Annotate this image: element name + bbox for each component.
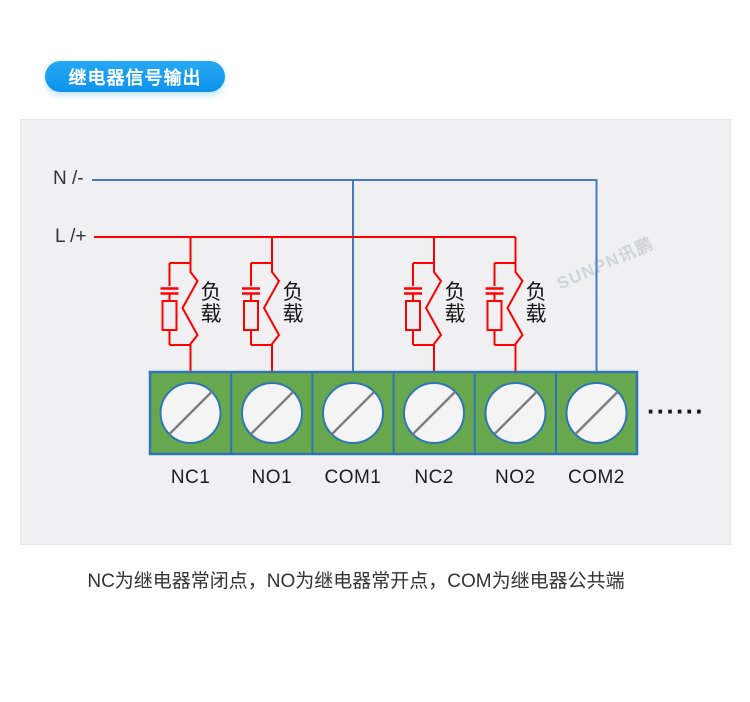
terminal-label-nc1: NC1: [170, 467, 211, 488]
section-badge: 继电器信号输出: [45, 61, 225, 92]
load-circuit-no2: [484, 235, 524, 374]
load-label-3: 负载: [444, 281, 466, 326]
load-circuit-nc1: [159, 235, 199, 374]
terminal-label-no2: NO2: [494, 467, 536, 488]
section-badge-label: 继电器信号输出: [68, 67, 202, 88]
terminal-label-row: NC1 NO1 COM1 NC2 NO2 COM2: [150, 467, 637, 489]
load-label-1: 负载: [200, 281, 222, 326]
live-bus-label: L /+: [55, 226, 87, 247]
note-text: NC为继电器常闭点，NO为继电器常开点，COM为继电器公共端: [87, 571, 625, 592]
terminal-block: [148, 370, 639, 456]
terminal-label-nc2: NC2: [414, 467, 454, 488]
load-label-2: 负载: [282, 281, 304, 326]
neutral-bus-label: N /-: [53, 168, 84, 189]
diagram-panel: [20, 119, 731, 545]
terminal-label-no1: NO1: [251, 467, 293, 488]
load-label-4: 负载: [525, 281, 547, 326]
neutral-bus-wire: [92, 179, 598, 372]
load-circuit-nc2: [402, 235, 443, 374]
load-circuit-no1: [240, 235, 281, 374]
wiring-diagram-svg: [92, 179, 639, 456]
terminal-label-com1: COM1: [324, 467, 382, 488]
terminal-label-com2: COM2: [567, 467, 625, 488]
more-terminals-dots: ······: [647, 396, 705, 426]
